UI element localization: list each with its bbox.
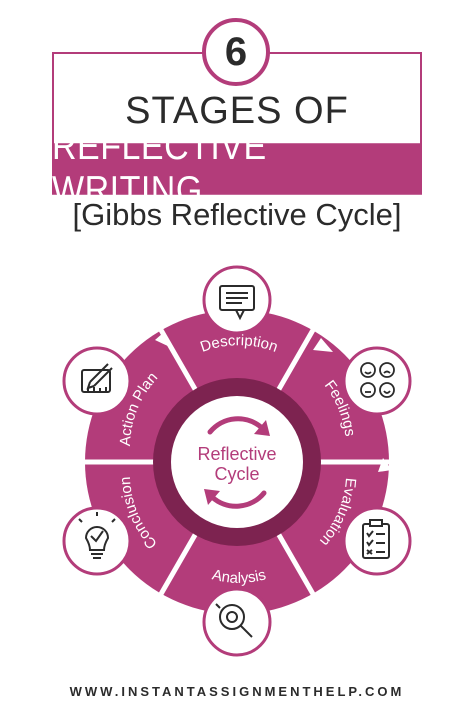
center-label-line-2: Cycle — [214, 464, 259, 484]
stage-label-analysis: Analysis — [210, 566, 267, 587]
lightbulb-check-icon — [78, 512, 116, 559]
cycle-arrows-icon — [207, 416, 267, 509]
emotions-faces-icon — [360, 362, 395, 398]
center-label-line-1: Reflective — [197, 444, 276, 464]
document-speech-icon — [219, 285, 255, 321]
stage-count-badge: 6 — [202, 18, 270, 86]
checklist-clipboard-icon — [362, 519, 390, 559]
title-line-1: STAGES OF — [125, 90, 349, 132]
pencil-ruler-icon — [81, 363, 113, 393]
website-url: WWW.INSTANTASSIGNMENTHELP.COM — [69, 684, 405, 699]
title-line-2: REFLECTIVE WRITING — [52, 125, 267, 212]
title-line-2-banner: REFLECTIVE WRITING — [52, 125, 422, 212]
center-hub — [171, 396, 303, 528]
subtitle: [Gibbs Reflective Cycle] — [72, 197, 402, 232]
stage-label-description: Description — [198, 332, 280, 356]
reflective-cycle-diagram: Reflective Cycle Description Feelings Ev… — [62, 265, 412, 657]
stage-count: 6 — [224, 29, 248, 74]
magnifier-analysis-icon — [215, 603, 253, 638]
